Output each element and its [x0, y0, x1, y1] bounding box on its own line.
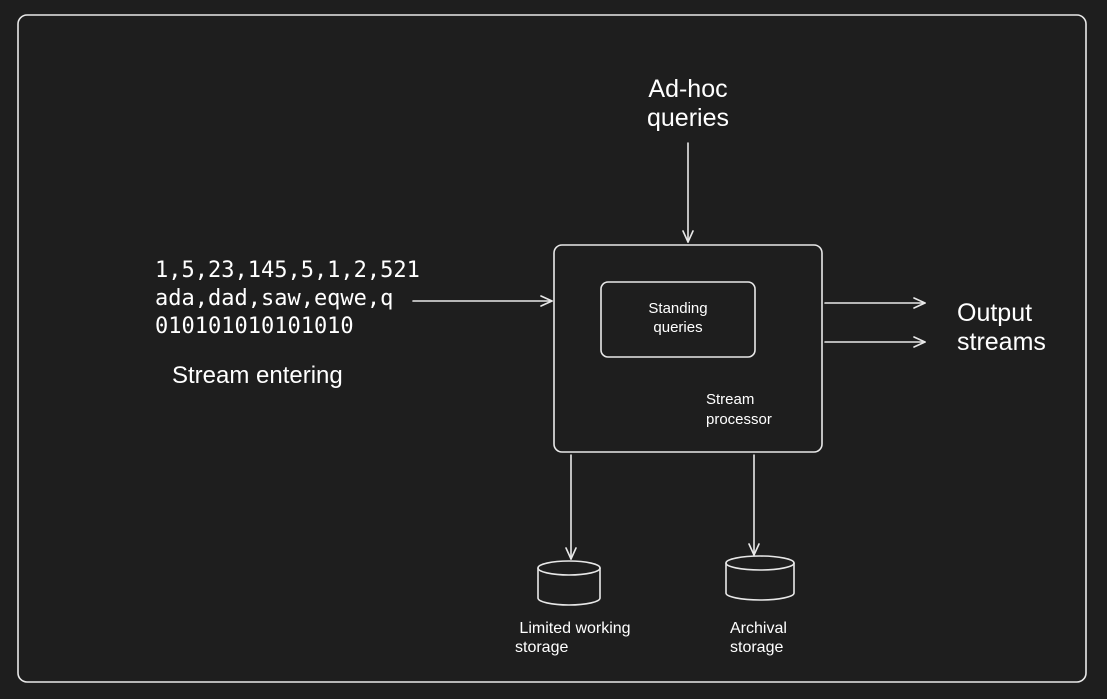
archival-storage-cylinder-icon: [725, 555, 795, 601]
standing-queries-box: [600, 281, 756, 358]
limited-storage-label-line2: storage: [515, 639, 568, 656]
stream-processor-label-line1: Stream: [706, 391, 754, 408]
archival-storage-label-line1: Archival: [730, 620, 787, 637]
standing-queries-label-line2: queries: [653, 319, 702, 336]
stream-data-strings: ada,dad,saw,eqwe,q: [155, 286, 393, 311]
output-streams-label-line1: Output: [957, 299, 1032, 327]
limited-storage-label-line1: Limited working: [519, 620, 630, 637]
adhoc-queries-label-line1: Ad-hoc: [648, 75, 727, 103]
stream-processor-box: [553, 244, 823, 453]
stream-processor-label-line2: processor: [706, 411, 772, 428]
output-streams-label-line2: streams: [957, 328, 1046, 356]
stream-data-numbers: 1,5,23,145,5,1,2,521: [155, 258, 420, 283]
archival-storage-label-line2: storage: [730, 639, 783, 656]
standing-queries-label-line1: Standing: [648, 300, 707, 317]
stream-data-binary: 010101010101010: [155, 314, 354, 339]
outer-frame: [17, 14, 1087, 683]
stream-entering-label: Stream entering: [172, 362, 343, 389]
limited-storage-cylinder-icon: [537, 560, 601, 606]
adhoc-queries-label-line2: queries: [647, 104, 729, 132]
